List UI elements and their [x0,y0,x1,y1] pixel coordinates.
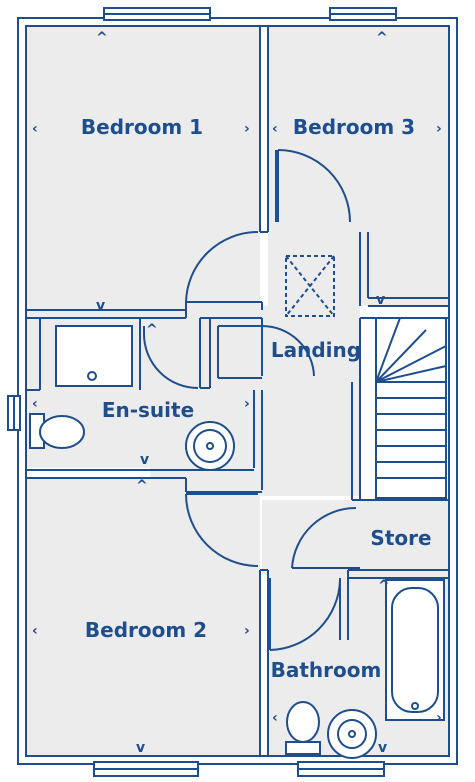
bedroom-1-label: Bedroom 1 [81,115,203,139]
dimension-arrow-icon: › [436,121,442,137]
dimension-arrow-icon: v [136,740,145,756]
dimension-arrow-icon: ‹ [272,121,278,137]
bedroom-2-label: Bedroom 2 [85,618,207,642]
dimension-arrow-icon: › [244,623,250,639]
bedroom-3-floor [268,26,449,306]
landing-label: Landing [271,338,361,362]
toilet-icon [285,701,321,755]
bedroom-3-label: Bedroom 3 [293,115,415,139]
doors [143,149,360,651]
windows [7,7,397,777]
door-swing-icon [185,231,259,303]
dimension-arrow-icon: ^ [96,30,108,46]
shower-tray-icon [55,325,133,387]
ensuite-label: En-suite [102,398,194,422]
loft-hatch-icon [285,255,335,317]
door-swing-icon [291,506,360,569]
dimension-arrow-icon: › [244,396,250,412]
window-icon [7,395,21,431]
bedroom-2-floor [26,478,260,756]
door-swing-icon [277,149,351,223]
bath-icon [385,579,445,721]
dimension-arrow-icon: ^ [378,578,390,594]
bedroom-1-floor [26,26,260,318]
dimension-arrow-icon: › [436,710,442,726]
window-icon [103,7,211,21]
dimension-arrow-icon: v [378,740,387,756]
dimension-arrow-icon: ‹ [32,396,38,412]
window-icon [329,7,397,21]
dimension-arrow-icon: v [376,292,385,308]
dimension-arrow-icon: v [96,298,105,314]
dimension-arrow-icon: ‹ [32,623,38,639]
outer-wall-outer [17,17,458,765]
bathroom-label: Bathroom [271,658,382,682]
window-icon [297,761,385,777]
staircase-icon [375,317,447,499]
dimension-arrow-icon: ‹ [272,710,278,726]
dimension-arrow-icon: ^ [146,322,158,338]
basin-icon [327,709,377,759]
door-swing-icon [261,325,315,377]
dimension-arrow-icon: ‹ [32,121,38,137]
dimension-arrow-icon: ^ [136,478,148,494]
basin-icon [185,421,235,471]
store-label: Store [370,526,431,550]
door-swing-icon [269,578,341,651]
door-swing-icon [143,326,199,389]
door-swing-icon [185,493,259,567]
dimension-arrow-icon: v [140,452,149,468]
window-icon [93,761,199,777]
dimension-arrow-icon: › [244,121,250,137]
toilet-icon [29,413,85,449]
dimension-arrow-icon: ^ [376,30,388,46]
